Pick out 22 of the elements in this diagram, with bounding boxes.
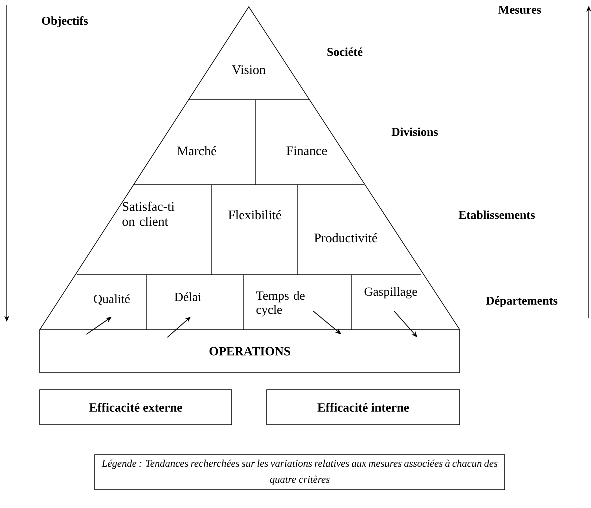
level-label: Société: [328, 48, 363, 56]
pyramid-cell-text: Marché: [178, 146, 216, 156]
pyramid-cell-text: Flexibilité: [228, 210, 282, 220]
level-label: Départements: [486, 296, 558, 308]
efficiency-box: Efficacité externe: [40, 390, 232, 426]
efficiency-box: Efficacité interne: [266, 390, 460, 426]
pyramid-cell-text: Temps de cycle: [256, 291, 305, 317]
pyramid-cell-text: Gaspillage: [364, 287, 418, 299]
axis-label: Mesures: [498, 6, 542, 14]
axis-label: Objectifs: [42, 16, 88, 28]
pyramid-cell-text: Finance: [286, 146, 328, 156]
level-label: Divisions: [392, 128, 438, 136]
pyramid-cell-text: Vision: [232, 66, 266, 74]
legend-note-box: Légende : Tendances recherchées sur les variations relatives aux mesures associées à chacun des quatre critères: [94, 454, 506, 490]
operations-box: OPERATIONS: [40, 330, 460, 374]
trend-arrow: [167, 317, 191, 338]
level-label: Etablissements: [458, 210, 536, 220]
trend-arrow: [86, 317, 112, 335]
pyramid-cell-text: Satisfac-ti on client: [122, 202, 175, 226]
pyramid-cell-text: Qualité: [94, 294, 130, 306]
pyramid-cell-text: Délai: [174, 292, 202, 302]
pyramid-cell-text: Productivité: [314, 233, 378, 243]
